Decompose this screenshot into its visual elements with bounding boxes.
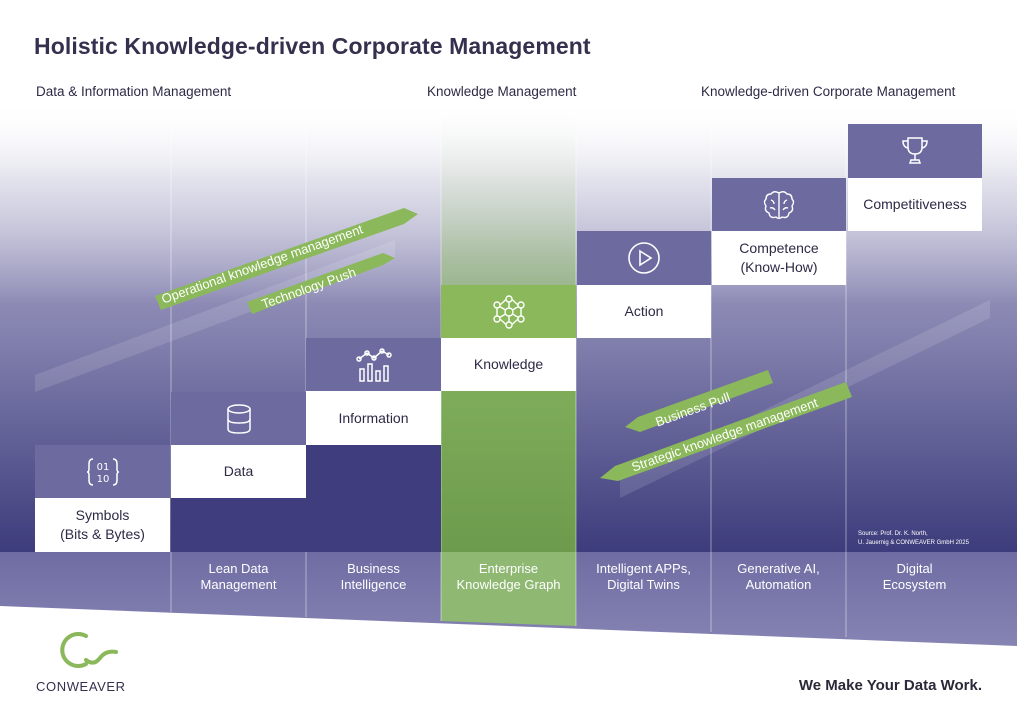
technology-push-arrow — [247, 253, 395, 314]
tech-generative-ai: Generative AI, Automation — [711, 561, 846, 593]
bar-chart-icon — [306, 338, 441, 391]
step-symbols-line2: (Bits & Bytes) — [60, 526, 145, 542]
source-note: Source: Prof. Dr. K. North, U. Jauernig … — [858, 530, 969, 548]
trophy-icon — [848, 124, 982, 178]
step-data: Data — [171, 445, 306, 498]
svg-text:01: 01 — [96, 462, 109, 473]
play-icon — [577, 231, 711, 285]
page-title: Holistic Knowledge-driven Corporate Mana… — [34, 33, 591, 59]
tech-business-intelligence: Business Intelligence — [306, 561, 441, 593]
step-competence: Competence (Know-How) — [712, 231, 846, 285]
tech-apps-line1: Intelligent APPs, — [596, 561, 691, 576]
operational-arrow — [155, 208, 418, 310]
tech-eco-line1: Digital — [896, 561, 933, 576]
tech-bi-line2: Intelligence — [340, 577, 407, 592]
knowledge-column-base — [441, 552, 576, 626]
step-competence-line2: (Know-How) — [740, 259, 818, 275]
step-information-label: Information — [338, 409, 409, 426]
step-competitiveness-label: Competitiveness — [863, 196, 967, 212]
tech-lean-data-line2: Management — [200, 577, 277, 592]
tech-apps-line2: Digital Twins — [607, 577, 680, 592]
step-symbols: Symbols (Bits & Bytes) — [35, 498, 170, 552]
network-graph-icon — [441, 285, 576, 338]
tech-bi-line1: Business — [347, 561, 400, 576]
step-knowledge-label: Knowledge — [473, 356, 544, 372]
strategic-arrow — [600, 382, 852, 481]
tech-ekg-line1: Enterprise — [478, 561, 539, 576]
business-pull-arrow — [625, 370, 773, 432]
tech-genai-line1: Generative AI, — [737, 561, 820, 576]
tech-ekg-line2: Knowledge Graph — [456, 577, 561, 592]
step-data-base — [171, 498, 306, 552]
section-knowledge-management: Knowledge Management — [427, 84, 577, 99]
tech-eco-line2: Ecosystem — [882, 577, 947, 592]
tech-lean-data: Lean Data Management — [171, 561, 306, 593]
faint-up-band — [35, 240, 395, 392]
step-competitiveness: Competitiveness — [848, 178, 982, 231]
step-information: Information — [306, 391, 441, 445]
step-information-base — [306, 445, 441, 552]
step-knowledge: Knowledge — [441, 338, 576, 391]
tech-digital-ecosystem: Digital Ecosystem — [847, 561, 982, 593]
step-competence-line1: Competence — [739, 240, 819, 256]
svg-text:10: 10 — [96, 474, 109, 485]
step-symbols-line1: Symbols — [75, 507, 130, 523]
tech-knowledge-graph: Enterprise Knowledge Graph — [441, 561, 576, 593]
binary-code-icon: 01 10 — [35, 445, 170, 498]
source-line1: Source: Prof. Dr. K. North, — [858, 531, 928, 537]
tech-genai-line2: Automation — [745, 577, 812, 592]
tech-lean-data-line1: Lean Data — [208, 561, 269, 576]
section-corporate-management: Knowledge-driven Corporate Management — [701, 84, 956, 99]
tech-intelligent-apps: Intelligent APPs, Digital Twins — [576, 561, 711, 593]
section-data-information: Data & Information Management — [36, 84, 232, 99]
step-data-label: Data — [223, 463, 254, 479]
tagline: We Make Your Data Work. — [798, 677, 982, 694]
source-line2: U. Jauernig & CONWEAVER GmbH 2025 — [858, 540, 969, 546]
step-action: Action — [577, 285, 711, 338]
brain-icon — [712, 178, 846, 231]
brand-name: CONWEAVER — [36, 679, 126, 694]
step-action-label: Action — [624, 303, 664, 319]
conweaver-logo-icon — [60, 632, 118, 668]
database-icon — [171, 392, 306, 445]
